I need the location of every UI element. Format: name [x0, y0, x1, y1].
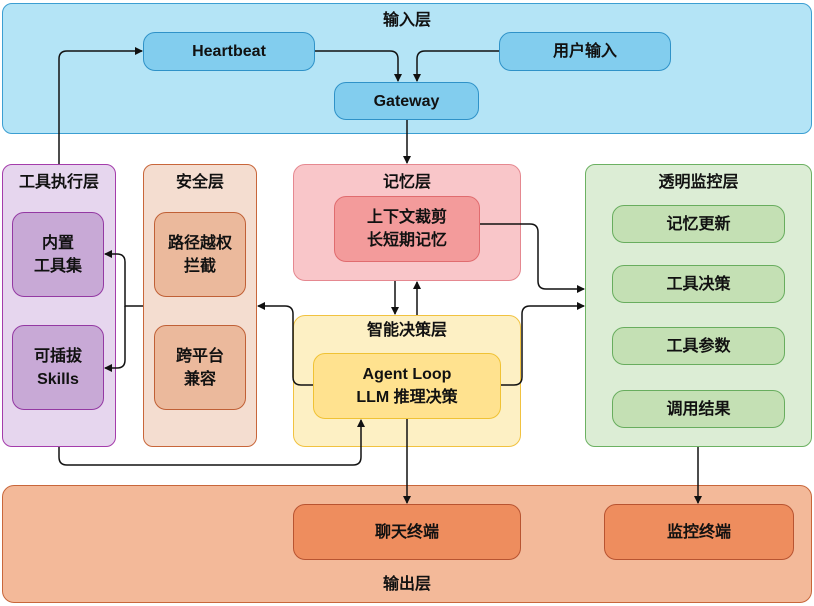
- security-layer-title: 安全层: [175, 174, 224, 191]
- arrow-agent-monitor: [501, 302, 585, 386]
- arrow-security-skills: [104, 306, 126, 372]
- arrow-heartbeat-gateway: [315, 50, 402, 82]
- chat-terminal-node: 聊天终端: [293, 504, 521, 560]
- agent-loop-node: Agent Loop LLM 推理决策: [313, 353, 501, 419]
- tool-params-node: 工具参数: [612, 327, 785, 365]
- path-block-node: 路径越权 拦截: [154, 212, 246, 297]
- output-layer-title: 输出层: [382, 576, 431, 593]
- gateway-node: Gateway: [334, 82, 479, 120]
- arrow-tools-heartbeat: [58, 47, 143, 164]
- arrow-security-tools: [104, 250, 143, 307]
- memory-update-node: 记忆更新: [612, 205, 785, 243]
- builtin-tools-node: 内置 工具集: [12, 212, 104, 297]
- context-memory-node: 上下文裁剪 长短期记忆: [334, 196, 480, 262]
- tool-layer-title: 工具执行层: [18, 174, 99, 191]
- decision-layer-title: 智能决策层: [366, 322, 447, 339]
- memory-layer-title: 记忆层: [382, 174, 431, 191]
- arrow-memory-monitor: [480, 223, 585, 293]
- user-input-node: 用户输入: [499, 32, 671, 71]
- call-result-node: 调用结果: [612, 390, 785, 428]
- arrow-tools-agent: [58, 419, 365, 466]
- arrow-agent-security: [257, 302, 313, 386]
- tool-decision-node: 工具决策: [612, 265, 785, 303]
- cross-platform-node: 跨平台 兼容: [154, 325, 246, 410]
- monitor-terminal-node: 监控终端: [604, 504, 794, 560]
- arrow-userinput-gateway: [413, 50, 499, 82]
- heartbeat-node: Heartbeat: [143, 32, 315, 71]
- pluggable-skills-node: 可插拔 Skills: [12, 325, 104, 410]
- monitor-layer-title: 透明监控层: [658, 174, 739, 191]
- input-layer-title: 输入层: [382, 12, 431, 29]
